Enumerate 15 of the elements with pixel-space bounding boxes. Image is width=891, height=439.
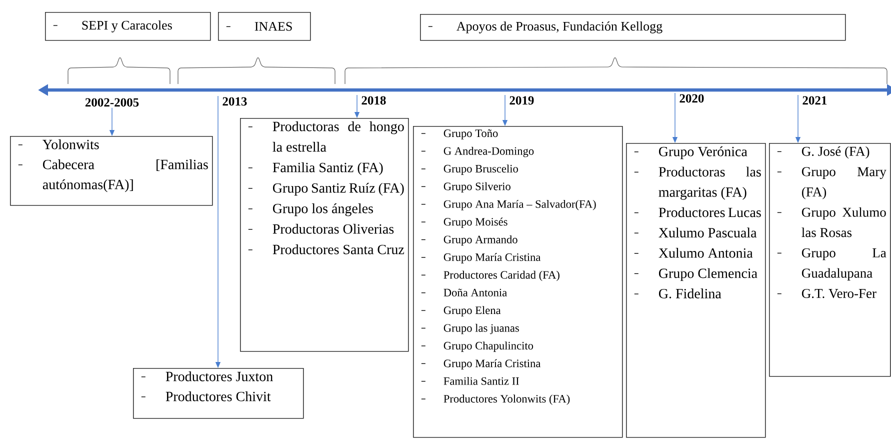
year-label: 2019	[510, 96, 534, 105]
year-label: 2002-2005	[85, 98, 139, 107]
list-box: Grupo Verónica Productoras las margaritas (FA) Productores Lucas Xulumo Pascuala Xulumo Antonia Grupo Clemencia G. Fidelina	[626, 143, 766, 438]
year-label: 2018	[362, 96, 386, 105]
label-box: INAES	[218, 12, 311, 41]
list-box: Productoras de hongo la estrella Familia Santiz (FA) Grupo Santiz Ruíz (FA) Grupo los ángeles Productoras Oliverias Productores Santa Cruz	[240, 118, 409, 352]
list-box: Yolonwits Cabecera [Familias autónomas(FA)]	[10, 136, 213, 206]
list-box: Productores Juxton Productores Chivit	[133, 368, 304, 419]
list-box: Grupo Toño G Andrea-Domingo Grupo Bruscelio Grupo Silverio Grupo Ana María – Salvador(FA) Grupo Moisés Grupo Armando Grupo María Cristina Productores Caridad (FA) Doña Antonia Grupo Elena Grupo las juanas Grupo Chapulincito Grupo María Cristina Familia Santiz II Productores Yolonwits (FA)	[413, 126, 623, 438]
label-box: Apoyos de Proasus, Fundación Kellogg	[420, 14, 846, 41]
label-box: SEPI y Caracoles	[45, 12, 211, 41]
year-label: 2013	[222, 97, 247, 106]
year-label: 2021	[802, 96, 827, 105]
list-box: G. José (FA) Grupo Mary (FA) Grupo Xulumo las Rosas Grupo La Guadalupana G.T. Vero-Fer	[769, 143, 891, 377]
year-label: 2020	[680, 94, 704, 103]
